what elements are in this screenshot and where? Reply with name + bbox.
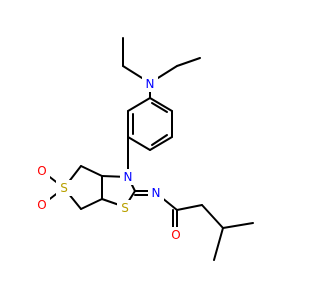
bond	[201, 204, 224, 229]
svg-text:N: N	[124, 170, 133, 184]
thiazole-sulfur-label: S	[117, 200, 133, 216]
bond	[149, 97, 173, 112]
svg-text:N: N	[152, 186, 161, 200]
svg-text:S: S	[121, 201, 129, 215]
bond	[176, 57, 201, 67]
svg-text:O: O	[37, 164, 46, 178]
imine-nitrogen-label: N	[148, 185, 164, 201]
bond	[127, 97, 151, 112]
ring-nitrogen-label: N	[120, 169, 136, 185]
sulfone-oxygen-top-label: O	[34, 163, 50, 179]
amide-oxygen-label: O	[168, 227, 184, 243]
sulfone-oxygen-bottom-label: O	[34, 197, 50, 213]
molecule-diagram: N N N S S O O O	[34, 37, 254, 261]
bond	[149, 136, 173, 151]
svg-text:N: N	[146, 77, 155, 91]
atom-label-layer: N N N S S O O O	[34, 76, 184, 243]
bond	[80, 198, 103, 210]
bond	[151, 102, 168, 113]
amine-nitrogen-label: N	[142, 76, 158, 92]
svg-text:O: O	[37, 198, 46, 212]
bond	[127, 136, 151, 151]
bond	[222, 222, 254, 229]
bond	[80, 165, 103, 177]
bond	[213, 227, 224, 261]
svg-text:S: S	[60, 181, 68, 195]
bond	[176, 204, 203, 211]
bond-layer	[41, 37, 254, 261]
bond	[151, 134, 168, 146]
sulfone-sulfur-label: S	[56, 180, 72, 196]
svg-text:O: O	[171, 228, 180, 242]
